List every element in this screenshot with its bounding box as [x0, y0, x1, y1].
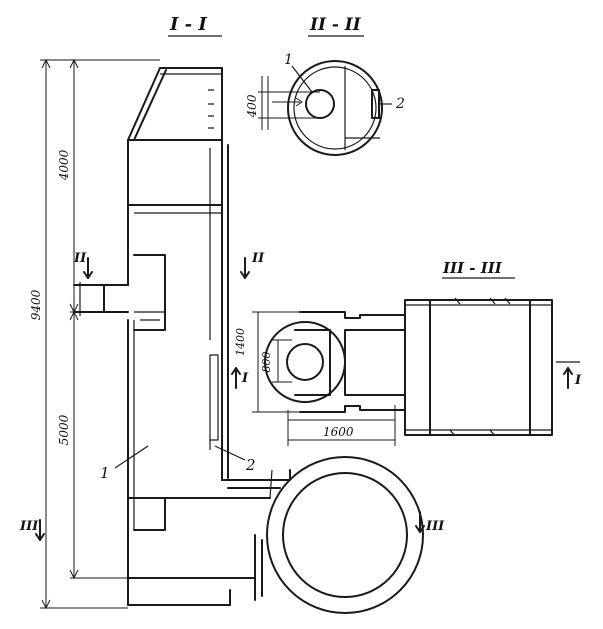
- section-marks: II II I I III III: [19, 251, 582, 541]
- section-title-1: I - I: [169, 14, 207, 35]
- callout-2-lower: 2: [245, 456, 256, 474]
- pipe-circle-inner: [286, 343, 324, 381]
- section-1-1-body: [73, 67, 291, 606]
- section-titles: I - I II - II III - III: [168, 14, 515, 279]
- section-title-3: III - III: [442, 259, 503, 277]
- pipe-item-1: [305, 89, 335, 119]
- callout-2: 2: [395, 96, 405, 112]
- lower-callouts: 1 2: [100, 445, 256, 482]
- callout-1-lower: 1: [100, 464, 110, 482]
- mark-iii-left: III: [19, 519, 39, 534]
- mark-i-mid: I: [241, 371, 249, 386]
- dim-9400: 9400: [29, 289, 43, 320]
- pipe-circle: [264, 321, 346, 403]
- callout-1: 1: [284, 52, 293, 68]
- fan-housing-outer: [266, 456, 424, 614]
- mark-iii-right: III: [425, 519, 445, 534]
- duct-circle: [287, 60, 383, 156]
- section-2-2: 400 1 2: [245, 52, 405, 156]
- dim-1400: 1400: [234, 328, 247, 356]
- duct-circle-inner: [293, 66, 377, 150]
- dim-5000: 5000: [57, 414, 71, 445]
- damper: [344, 329, 406, 396]
- dim-400: 400: [245, 94, 259, 118]
- fan-housing-inner: [282, 472, 408, 598]
- section-3-3: 1400 800 1600: [234, 297, 553, 446]
- mark-ii-left: II: [73, 251, 87, 266]
- section-title-2: II - II: [309, 15, 362, 35]
- vertical-dimensions: 9400 4000 5000: [29, 58, 160, 610]
- dim-1600: 1600: [323, 425, 354, 439]
- fan-housing: [239, 456, 424, 614]
- mark-ii-right: II: [251, 251, 265, 266]
- dim-800: 800: [260, 352, 273, 373]
- mark-i-right: I: [574, 373, 582, 388]
- dim-4000: 4000: [57, 149, 71, 181]
